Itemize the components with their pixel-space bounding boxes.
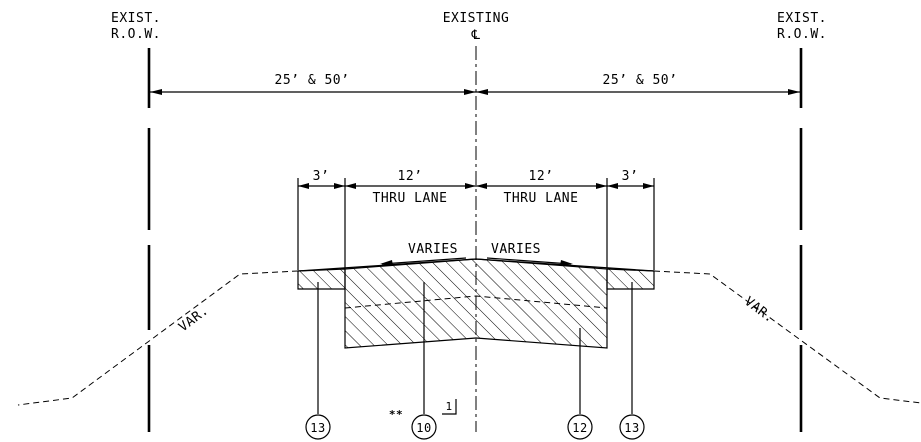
callout-10: 10 xyxy=(411,414,437,440)
slope-left-label: VARIES xyxy=(408,242,458,257)
callout-12-text: 12 xyxy=(572,421,587,435)
callout-13-left-text: 13 xyxy=(310,421,325,435)
centerline-label-line1: EXISTING xyxy=(443,11,510,26)
dim-left-shoulder: 3’ xyxy=(313,169,330,184)
row-right-label-line2: R.O.W. xyxy=(777,27,827,42)
pavement-section xyxy=(297,258,655,349)
dim-left-lane: 12’ xyxy=(398,169,423,184)
lane-left-label: THRU LANE xyxy=(373,191,448,206)
callout-13-right-text: 13 xyxy=(624,421,639,435)
callout-13-left: 13 xyxy=(305,414,331,440)
row-left-label-line2: R.O.W. xyxy=(111,27,161,42)
slope-right-label: VARIES xyxy=(491,242,541,257)
dim-right-shoulder: 3’ xyxy=(622,169,639,184)
row-dimension-line xyxy=(150,89,800,95)
detail-mark: 1 xyxy=(445,400,452,413)
callout-10-text: 10 xyxy=(416,421,431,435)
callout-12: 12 xyxy=(567,414,593,440)
ground-line-left xyxy=(17,270,299,406)
callout-13-right: 13 xyxy=(619,414,645,440)
lane-dimension-lines xyxy=(297,178,655,270)
row-left-label-line1: EXIST. xyxy=(111,11,161,26)
note-mark: ** xyxy=(389,408,403,421)
var-right-label: VAR. xyxy=(741,294,777,326)
callout-leaders xyxy=(317,282,633,414)
centerline-symbol: ℄ xyxy=(471,28,481,43)
ground-line-right xyxy=(653,270,921,404)
dim-right-row: 25’ & 50’ xyxy=(603,73,678,88)
row-right-label-line1: EXIST. xyxy=(777,11,827,26)
dim-right-lane: 12’ xyxy=(529,169,554,184)
detail-mark-bracket xyxy=(442,399,457,415)
lane-right-label: THRU LANE xyxy=(504,191,579,206)
dim-left-row: 25’ & 50’ xyxy=(275,73,350,88)
